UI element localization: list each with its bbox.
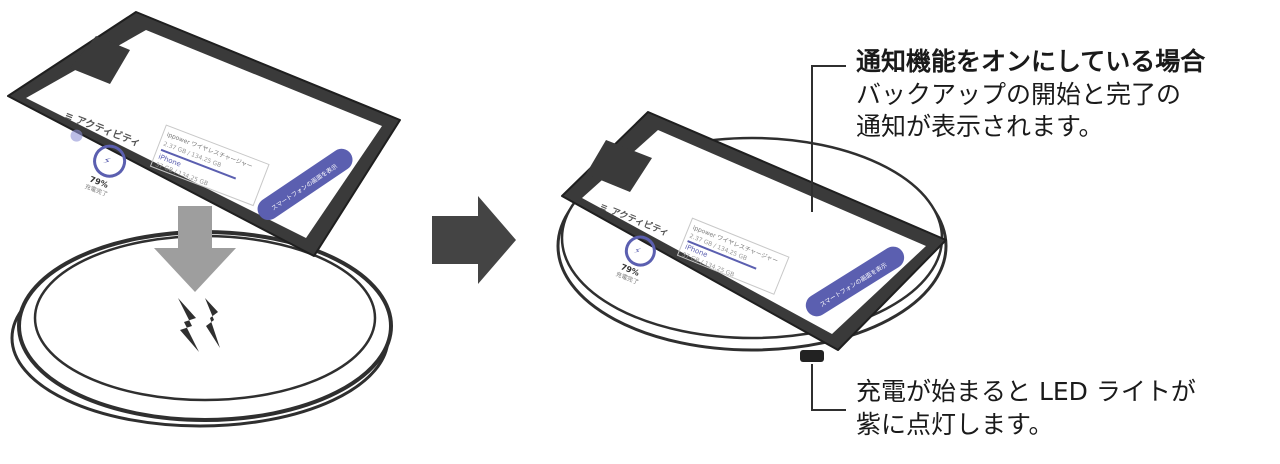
notification-callout: 通知機能をオンにしている場合 バックアップの開始と完了の 通知が表示されます。 (856, 46, 1205, 144)
led-indicator (800, 350, 824, 362)
charger-pad-left (10, 230, 393, 428)
led-callout: 充電が始まると LED ライトが 紫に点灯します。 (856, 376, 1196, 441)
svg-text:⚡: ⚡ (632, 246, 642, 258)
svg-text:≡: ≡ (598, 202, 609, 214)
led-callout-line2: 紫に点灯します。 (856, 409, 1054, 439)
right-arrow-icon (432, 196, 516, 284)
led-callout-line1: 充電が始まると LED ライトが (856, 377, 1196, 406)
svg-text:⚡: ⚡ (101, 155, 112, 168)
down-arrow-icon (154, 206, 236, 292)
leader-lines (811, 65, 846, 411)
notification-callout-line2: 通知が表示されます。 (856, 112, 1104, 141)
notification-callout-line1: バックアップの開始と完了の (856, 79, 1182, 109)
svg-text:≡: ≡ (63, 111, 75, 124)
notification-callout-title: 通知機能をオンにしている場合 (856, 47, 1206, 76)
phone-left: ≡ アクティビティ ippower ワイヤレスチャージャー 2.37 GB / … (7, 11, 401, 257)
lightning-icon (178, 298, 220, 352)
